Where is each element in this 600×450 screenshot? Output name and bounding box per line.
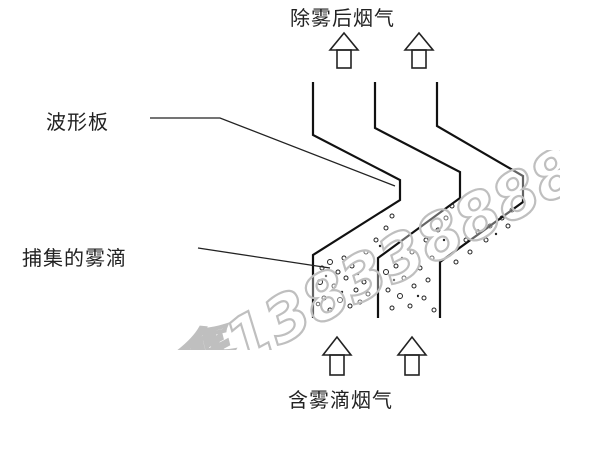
up-arrow-icon bbox=[403, 31, 435, 69]
wave-plate-1 bbox=[311, 82, 402, 318]
wave-plate-label: 波形板 bbox=[46, 110, 109, 134]
up-arrow-icon bbox=[396, 335, 428, 376]
droplet-dots bbox=[324, 232, 498, 298]
droplets bbox=[315, 203, 515, 313]
wave-plate-2 bbox=[373, 82, 462, 318]
inlet-gas-label: 含雾滴烟气 bbox=[288, 388, 393, 412]
droplet-leader bbox=[197, 247, 331, 269]
captured-droplets-label: 捕集的雾滴 bbox=[22, 246, 127, 270]
wave-plate-leader bbox=[150, 117, 396, 187]
outlet-gas-label: 除雾后烟气 bbox=[290, 6, 395, 30]
up-arrow-icon bbox=[321, 335, 353, 376]
wave-plates bbox=[311, 82, 525, 318]
wave-plate-3 bbox=[435, 82, 525, 318]
up-arrow-icon bbox=[328, 31, 360, 69]
leader-lines bbox=[150, 117, 396, 269]
